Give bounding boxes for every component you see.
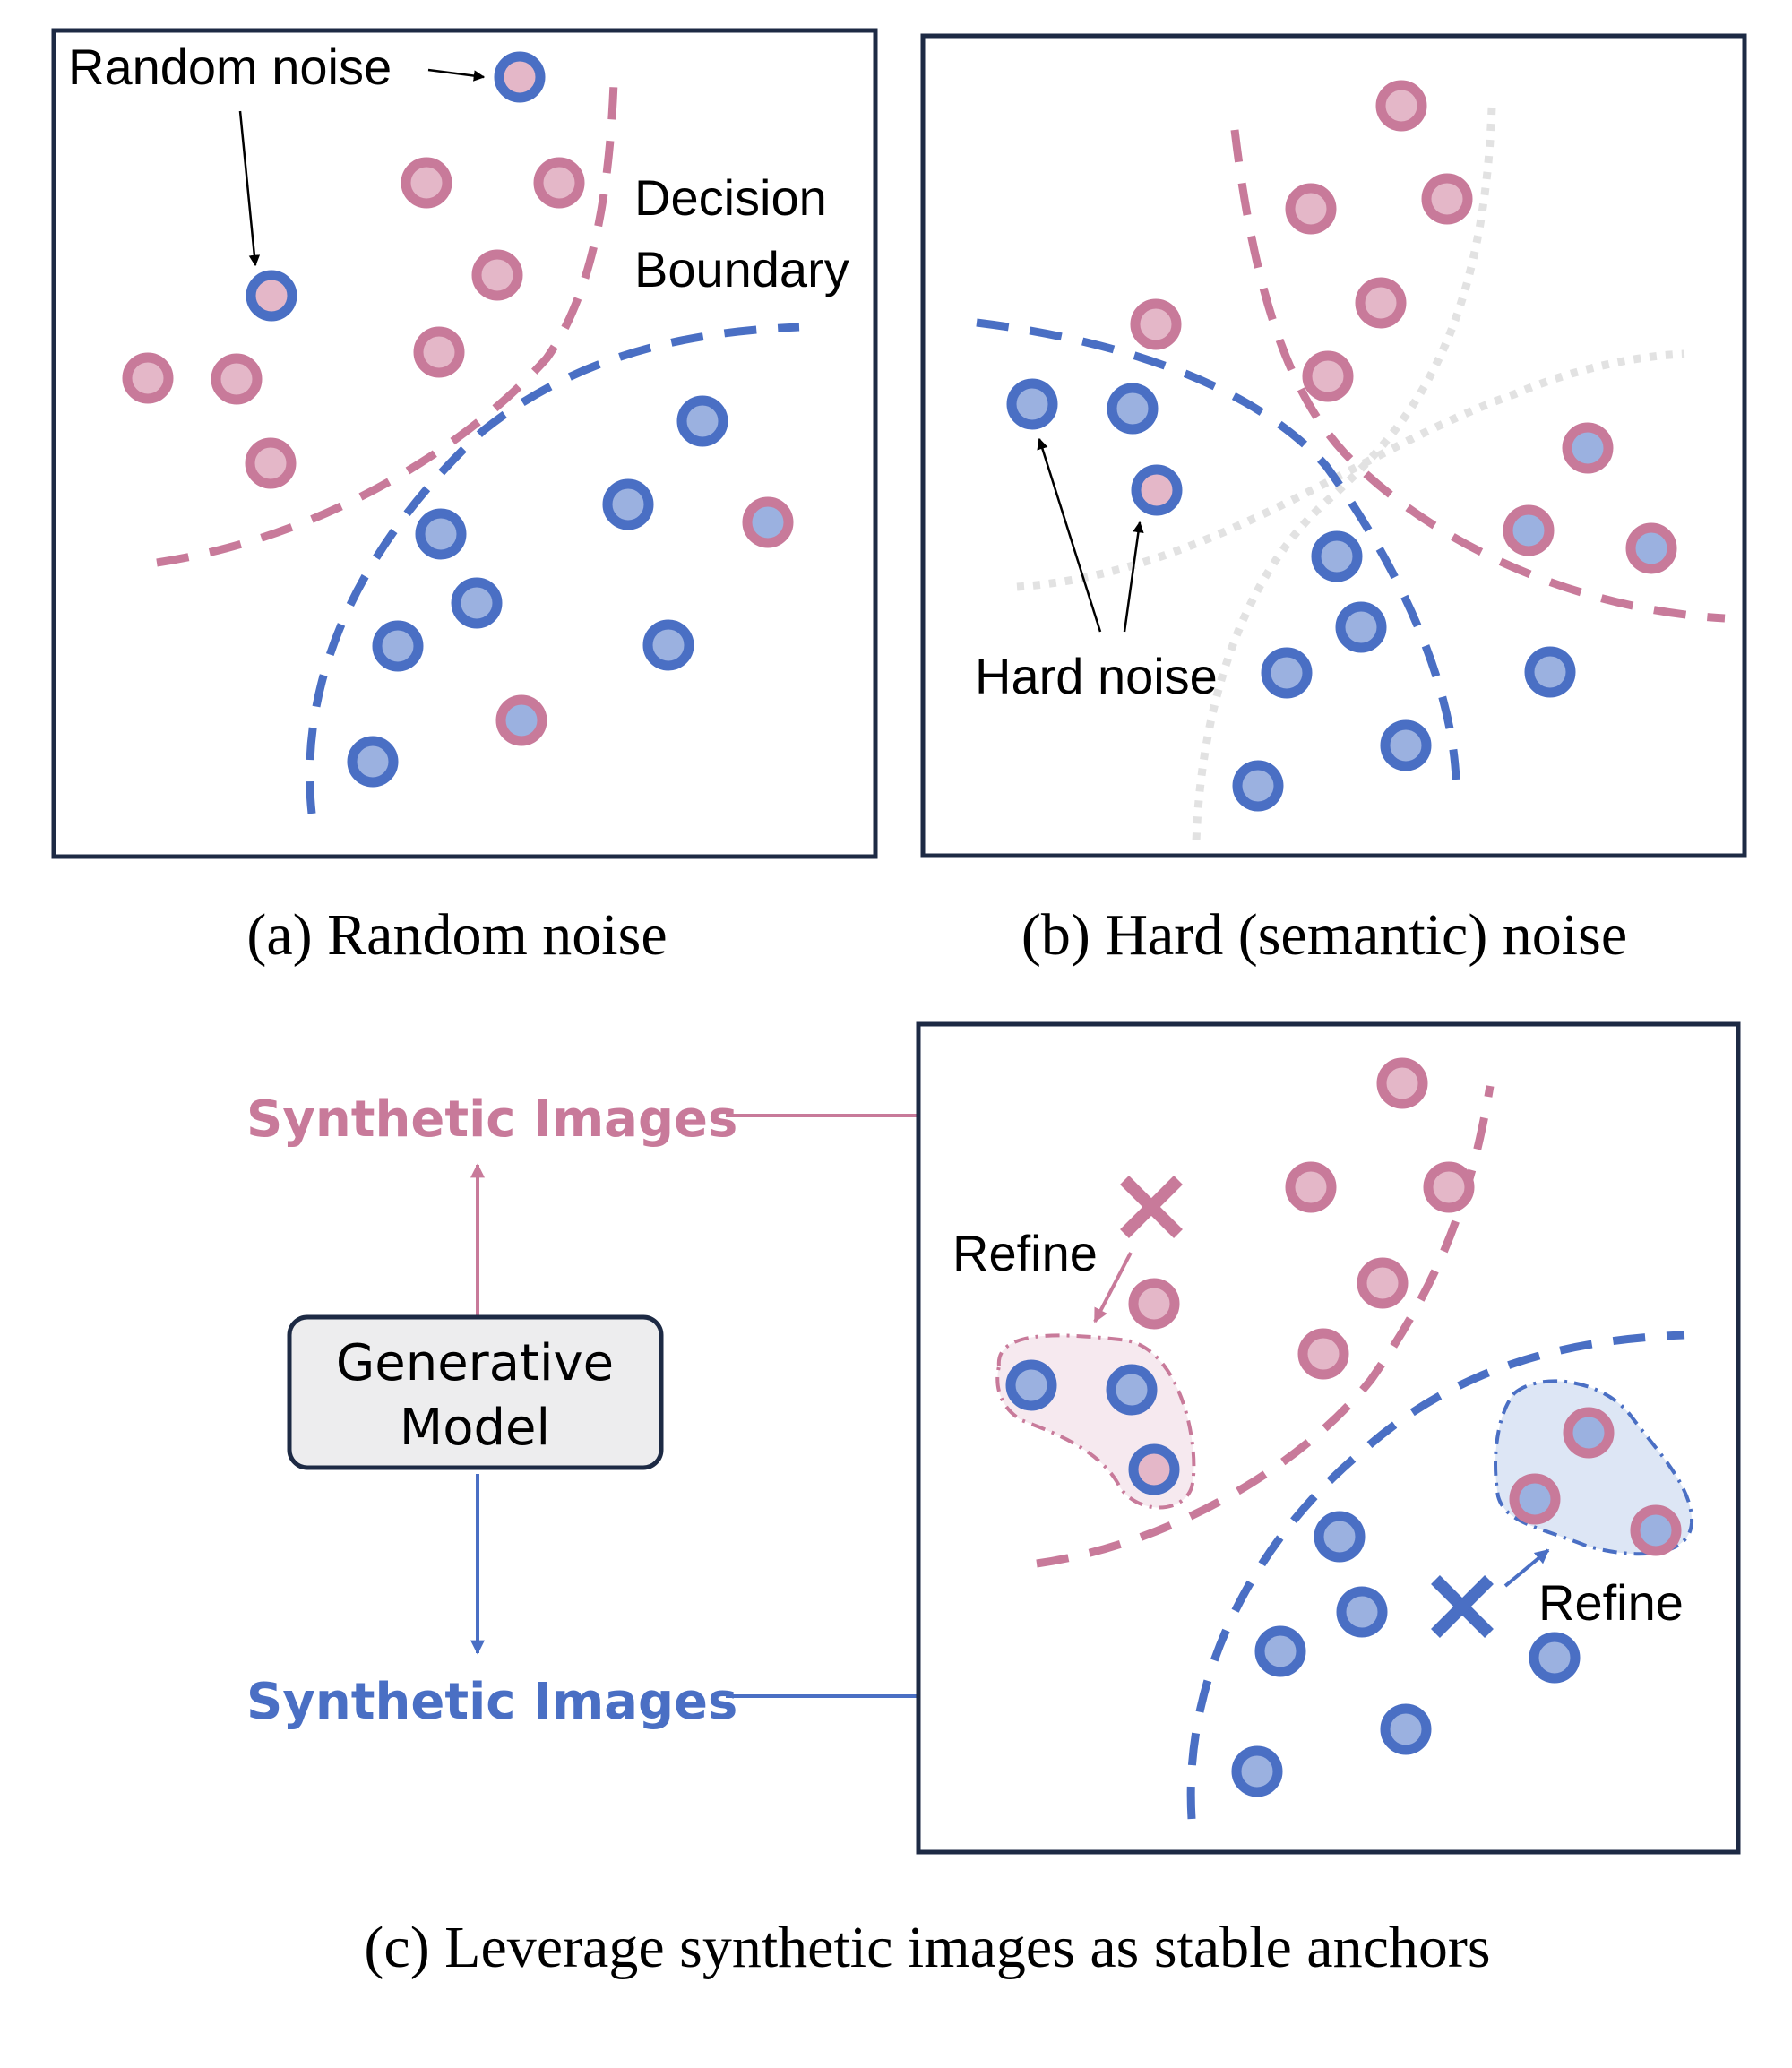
data-point-icon	[1380, 1703, 1432, 1755]
refine-arrow	[1093, 1252, 1133, 1323]
hard-noise-arrow	[1037, 437, 1102, 633]
pink-decision-boundary	[1230, 129, 1726, 623]
data-point-icon	[1232, 760, 1284, 812]
panel-a: Random noise Decision Boundary (a) Rando…	[51, 28, 878, 968]
data-point-icon	[1107, 383, 1159, 435]
data-point-icon	[1421, 173, 1473, 225]
blue-decision-boundary	[1186, 1331, 1685, 1820]
random-noise-arrow	[238, 110, 261, 267]
data-point-icon	[471, 249, 523, 301]
generative-model-label: Model	[400, 1399, 550, 1457]
data-point-icon	[1355, 277, 1407, 329]
data-point-icon	[533, 157, 585, 209]
hard-noise-label: Hard noise	[975, 648, 1218, 704]
data-point-icon	[1314, 1511, 1366, 1563]
refine-label: Refine	[952, 1225, 1098, 1281]
decision-boundary-label: Decision	[634, 169, 827, 226]
panel-a-frame	[51, 28, 878, 859]
data-point-icon	[413, 326, 465, 378]
points-panel-c	[1005, 1057, 1682, 1797]
data-point-icon	[1106, 1364, 1158, 1416]
data-point-icon	[1261, 647, 1313, 699]
data-point-icon	[1335, 601, 1387, 653]
data-point-icon	[401, 157, 452, 209]
data-point-icon	[1311, 530, 1363, 582]
data-point-icon	[742, 496, 794, 548]
data-point-icon	[1630, 1504, 1682, 1556]
data-point-icon	[246, 270, 297, 322]
data-point-icon	[1285, 1161, 1337, 1213]
synthetic-images-label-bottom: Synthetic Images	[246, 1673, 737, 1731]
dotted-true-boundary	[1016, 349, 1685, 591]
cross-icon	[1120, 1176, 1183, 1238]
data-point-icon	[1231, 1745, 1283, 1797]
data-point-icon	[1503, 504, 1555, 556]
generative-model-box	[287, 1314, 664, 1470]
dotted-true-boundary	[1192, 107, 1496, 843]
random-noise-arrow	[427, 68, 486, 82]
data-point-icon	[1375, 80, 1427, 132]
data-point-icon	[1376, 1057, 1428, 1109]
pink-decision-boundary	[156, 82, 618, 567]
data-point-icon	[1005, 1359, 1057, 1411]
data-point-icon	[642, 619, 694, 671]
data-point-icon	[211, 353, 263, 405]
points-panel-b	[1006, 80, 1677, 812]
synthetic-images-label-top: Synthetic Images	[246, 1090, 737, 1149]
generative-model-label: Generative	[336, 1334, 614, 1392]
data-point-icon	[1130, 298, 1182, 350]
caption-c: (c) Leverage synthetic images as stable …	[364, 1915, 1490, 1980]
random-noise-label: Random noise	[68, 39, 392, 95]
data-point-icon	[1509, 1473, 1561, 1525]
data-point-icon	[1285, 183, 1337, 235]
data-point-icon	[1302, 350, 1354, 402]
caption-b: (b) Hard (semantic) noise	[1021, 902, 1627, 968]
data-point-icon	[1563, 1407, 1615, 1459]
blue-decision-boundary	[976, 318, 1460, 780]
data-point-icon	[495, 694, 547, 746]
points-panel-a	[122, 51, 794, 788]
data-point-icon	[1380, 719, 1432, 771]
data-point-icon	[1254, 1625, 1306, 1677]
data-point-icon	[1529, 1632, 1581, 1684]
data-point-icon	[1128, 1278, 1180, 1330]
caption-a: (a) Random noise	[246, 902, 667, 968]
refine-arrow	[1503, 1548, 1550, 1588]
data-point-icon	[1423, 1161, 1475, 1213]
data-point-icon	[1357, 1257, 1409, 1309]
blue-decision-boundary	[306, 323, 800, 814]
data-point-icon	[245, 437, 297, 489]
data-point-icon	[1625, 522, 1677, 574]
data-point-icon	[676, 395, 728, 447]
panel-b: Hard noise (b) Hard (semantic) noise	[920, 33, 1747, 968]
data-point-icon	[451, 577, 503, 629]
decision-boundary-label: Boundary	[634, 241, 849, 297]
data-point-icon	[1562, 422, 1614, 474]
data-point-icon	[1128, 1443, 1180, 1495]
data-point-icon	[372, 620, 424, 672]
cross-icon	[1431, 1575, 1494, 1638]
data-point-icon	[602, 478, 654, 530]
data-point-icon	[1297, 1328, 1349, 1380]
refine-label: Refine	[1538, 1574, 1684, 1631]
data-point-icon	[347, 736, 399, 788]
data-point-icon	[122, 352, 174, 404]
data-point-icon	[415, 508, 467, 560]
data-point-icon	[494, 51, 546, 103]
data-point-icon	[1336, 1586, 1388, 1638]
data-point-icon	[1131, 464, 1183, 516]
hard-noise-arrow	[1123, 521, 1144, 633]
data-point-icon	[1006, 378, 1058, 430]
panel-c: Synthetic Images Synthetic Images Genera…	[246, 1021, 1741, 1980]
data-point-icon	[1524, 646, 1576, 698]
